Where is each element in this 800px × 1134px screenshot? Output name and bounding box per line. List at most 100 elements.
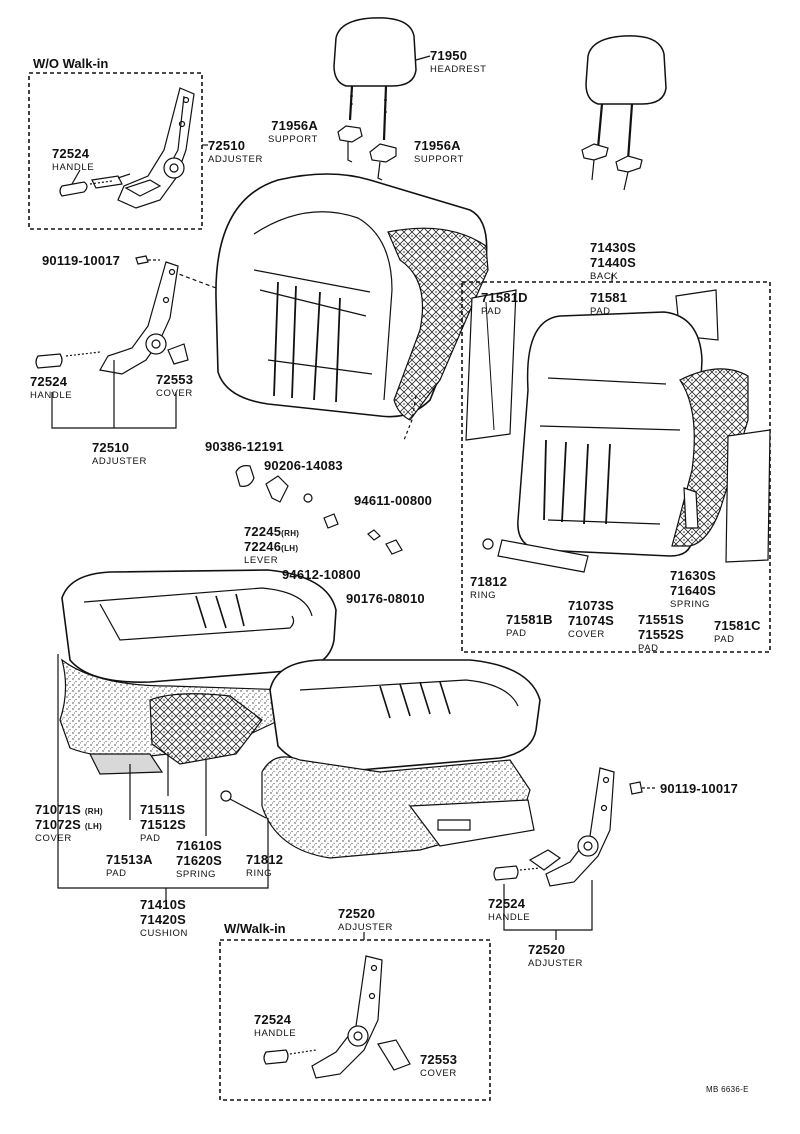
- part-number: 71073S: [568, 598, 615, 613]
- label-ring-cushion: 71812 RING: [246, 852, 283, 879]
- label-cushion: 71410S 71420S CUSHION: [140, 897, 188, 939]
- label-screw: 90386-12191: [205, 439, 284, 454]
- part-name: PAD: [140, 833, 161, 844]
- part-name: LEVER: [244, 555, 279, 566]
- part-number: 71511S: [140, 802, 186, 817]
- part-name: PAD: [481, 306, 502, 317]
- bolt-top-drawing: [135, 255, 160, 265]
- adjuster-wo-drawing: [91, 87, 195, 209]
- wo-walk-in-heading: W/O Walk-in: [33, 56, 109, 71]
- part-number: 72520: [338, 906, 376, 921]
- reference-code: MB 6636-E: [706, 1085, 749, 1094]
- part-number: 72524: [488, 896, 526, 911]
- part-number: 72553: [156, 372, 194, 387]
- cover-lh-number: 71072S: [35, 817, 82, 832]
- label-pad-top: 71581 PAD: [590, 290, 627, 317]
- label-cover-cushion: 71071S (RH) 71072S (LH) COVER: [35, 802, 103, 844]
- adjuster-walk-drawing: [263, 955, 411, 1079]
- part-name: ADJUSTER: [92, 456, 147, 467]
- part-name: HEADREST: [430, 64, 487, 75]
- part-number: 71581: [590, 290, 628, 305]
- label-spring-cushion: 71610S 71620S SPRING: [176, 838, 222, 880]
- part-name: SPRING: [670, 599, 711, 610]
- label-pad-back: 71551S 71552S PAD: [638, 612, 684, 654]
- seatback-drawing: [167, 173, 489, 441]
- part-number: 72524: [254, 1012, 292, 1027]
- part-name: RING: [246, 868, 273, 879]
- label-nut-c: 90176-08010: [346, 591, 425, 606]
- cushion-brace: [57, 654, 269, 900]
- lever-lh-number: 72246: [244, 539, 282, 554]
- part-number: 72553: [420, 1052, 458, 1067]
- part-number: 71512S: [140, 817, 187, 832]
- label-handle-walk: 72524 HANDLE: [254, 1012, 296, 1039]
- part-number: 71640S: [670, 583, 717, 598]
- label-back: 71430S 71440S BACK: [590, 240, 636, 282]
- lever-rh-number: 72245: [244, 524, 282, 539]
- label-adjuster-walk: 72520 ADJUSTER: [338, 906, 393, 933]
- part-name: PAD: [590, 306, 611, 317]
- adjuster-right-drawing: [493, 767, 656, 940]
- cover-rh-tag: (RH): [84, 807, 103, 816]
- part-number: 71581B: [506, 612, 553, 627]
- part-number: 72246(LH): [244, 539, 299, 554]
- part-name: PAD: [506, 628, 527, 639]
- part-number: 71430S: [590, 240, 637, 255]
- part-number: 71420S: [140, 912, 187, 927]
- part-number: 71620S: [176, 853, 223, 868]
- label-spring-back: 71630S 71640S SPRING: [670, 568, 716, 610]
- part-name: SUPPORT: [414, 154, 464, 165]
- part-number: 71812: [246, 852, 284, 867]
- label-cover-mid: 72553 COVER: [156, 372, 193, 399]
- part-number: 72510: [92, 440, 130, 455]
- part-number: 71074S: [568, 613, 615, 628]
- part-number: 71513A: [106, 852, 153, 867]
- part-name: PAD: [638, 643, 659, 654]
- hardware-centre-drawing: [235, 465, 403, 555]
- part-name: RING: [470, 590, 497, 601]
- adjuster-mid-drawing: [35, 261, 189, 375]
- label-support-left: 71956A SUPPORT: [268, 118, 318, 145]
- headrest-left-drawing: [333, 17, 431, 141]
- part-number: 71956A: [414, 138, 461, 153]
- part-number: 71950: [430, 48, 468, 63]
- adjuster-mid-brace: [51, 360, 177, 429]
- cushion-left-drawing: [59, 569, 337, 775]
- label-handle-wo: 72524 HANDLE: [52, 146, 94, 173]
- cover-lh-tag: (LH): [84, 822, 103, 831]
- label-cover-walk: 72553 COVER: [420, 1052, 457, 1079]
- label-pad-c: 71581C PAD: [714, 618, 761, 645]
- part-number: 71071S (RH): [35, 802, 103, 817]
- label-cover-back: 71073S 71074S COVER: [568, 598, 614, 640]
- label-support-right: 71956A SUPPORT: [414, 138, 464, 165]
- part-number: 71072S (LH): [35, 817, 103, 832]
- part-number: 72520: [528, 942, 566, 957]
- part-name: COVER: [156, 388, 193, 399]
- back-breakdown-drawing: [465, 289, 771, 573]
- w-walk-in-heading: W/Walk-in: [224, 921, 286, 936]
- part-name: ADJUSTER: [338, 922, 393, 933]
- label-pad-cushion: 71511S 71512S PAD: [140, 802, 186, 844]
- part-name: COVER: [35, 833, 72, 844]
- label-nut-b: 94612-10800: [282, 567, 361, 582]
- label-lever: 72245(RH) 72246(LH) LEVER: [244, 524, 299, 566]
- part-name: COVER: [568, 629, 605, 640]
- part-number: 71956A: [271, 118, 318, 133]
- support-drawing: [337, 125, 397, 181]
- part-name: BACK: [590, 271, 619, 282]
- label-headrest: 71950 HEADREST: [430, 48, 487, 75]
- part-name: PAD: [106, 868, 127, 879]
- part-number: 72245(RH): [244, 524, 299, 539]
- part-name: PAD: [714, 634, 735, 645]
- w-walk-in-frame: [219, 932, 491, 1101]
- handle-wo-drawing: [59, 169, 113, 197]
- lever-lh-tag: (LH): [281, 544, 299, 553]
- cover-rh-number: 71071S: [35, 802, 82, 817]
- part-number: 71552S: [638, 627, 685, 642]
- label-bolt-right: 90119-10017: [660, 781, 739, 796]
- label-bolt-top: 90119-10017: [42, 253, 121, 268]
- part-number: 71581D: [481, 290, 528, 305]
- wo-walk-in-frame: [28, 72, 208, 230]
- part-number: 71410S: [140, 897, 187, 912]
